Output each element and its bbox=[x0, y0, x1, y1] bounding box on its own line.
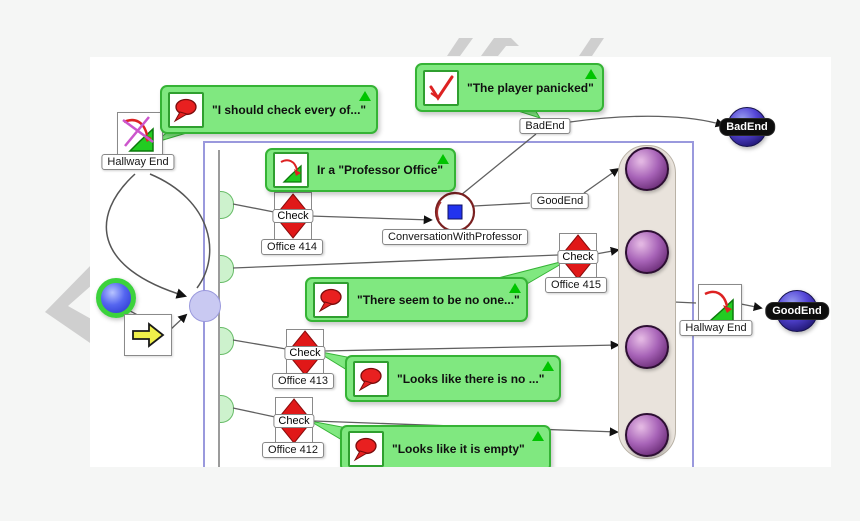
comment-check-every[interactable]: "I should check every of..." bbox=[160, 85, 378, 134]
comment-player-panicked[interactable]: "The player panicked" bbox=[415, 63, 604, 112]
comment-marker-icon bbox=[359, 91, 371, 101]
bad-end-node[interactable]: BadEnd bbox=[719, 107, 775, 147]
bad-end-ref-label[interactable]: BadEnd bbox=[519, 118, 571, 134]
conversation-node[interactable] bbox=[432, 189, 478, 235]
comment-marker-icon bbox=[585, 69, 597, 79]
comment-marker-icon bbox=[437, 154, 449, 164]
office-413-label[interactable]: Office 413 bbox=[272, 373, 334, 389]
exit-crossed-icon bbox=[122, 116, 154, 152]
check-node-office-414[interactable]: Check bbox=[272, 192, 314, 240]
start-node[interactable] bbox=[96, 278, 136, 318]
editor-canvas: Hallway End Check Office 414 Check Offic… bbox=[90, 57, 831, 467]
conversation-label[interactable]: ConversationWithProfessor bbox=[382, 229, 528, 245]
check-node-office-415[interactable]: Check bbox=[557, 233, 599, 281]
comment-empty[interactable]: "Looks like it is empty" bbox=[340, 425, 551, 467]
speech-bubble-icon bbox=[353, 360, 389, 397]
comment-marker-icon bbox=[532, 431, 544, 441]
exit-sphere-4[interactable] bbox=[625, 413, 669, 457]
speech-bubble-icon bbox=[313, 281, 349, 318]
office-414-label[interactable]: Office 414 bbox=[261, 239, 323, 255]
goto-exit-icon bbox=[273, 152, 309, 188]
comment-no-one[interactable]: "There seem to be no one..." bbox=[305, 277, 528, 322]
office-415-label[interactable]: Office 415 bbox=[545, 277, 607, 293]
comment-text: Ir a "Professor Office" bbox=[317, 163, 444, 177]
comment-marker-icon bbox=[542, 361, 554, 371]
comment-text: "I should check every of..." bbox=[212, 102, 367, 117]
check-node-office-413[interactable]: Check bbox=[284, 329, 326, 377]
check-label: Check bbox=[273, 414, 315, 428]
exit-sphere-3[interactable] bbox=[625, 325, 669, 369]
good-end-node[interactable]: GoodEnd bbox=[765, 290, 829, 332]
comment-text: "Looks like there is no ..." bbox=[397, 371, 545, 386]
exit-icon bbox=[704, 290, 734, 322]
action-node[interactable] bbox=[124, 314, 172, 356]
exit-holder[interactable] bbox=[618, 145, 676, 459]
hallway-end-left-label[interactable]: Hallway End bbox=[101, 154, 175, 170]
hallway-end-left-node[interactable] bbox=[117, 112, 163, 156]
comment-text: "The player panicked" bbox=[467, 80, 594, 95]
checkmark-icon bbox=[423, 69, 459, 106]
check-label: Check bbox=[272, 209, 314, 223]
check-label: Check bbox=[284, 346, 326, 360]
check-label: Check bbox=[557, 250, 599, 264]
yellow-arrow-icon bbox=[132, 322, 165, 348]
comment-marker-icon bbox=[509, 283, 521, 293]
bad-end-tag: BadEnd bbox=[719, 118, 775, 136]
hallway-end-right-label[interactable]: Hallway End bbox=[679, 320, 753, 336]
comment-text: "Looks like it is empty" bbox=[392, 441, 525, 456]
conversation-icon bbox=[434, 191, 476, 233]
exit-sphere-2[interactable] bbox=[625, 230, 669, 274]
comment-text: "There seem to be no one..." bbox=[357, 292, 520, 307]
check-node-office-412[interactable]: Check bbox=[273, 397, 315, 445]
good-end-tag: GoodEnd bbox=[765, 302, 829, 320]
exit-sphere-1[interactable] bbox=[625, 147, 669, 191]
speech-bubble-icon bbox=[348, 430, 384, 467]
office-412-label[interactable]: Office 412 bbox=[262, 442, 324, 458]
speech-bubble-icon bbox=[168, 91, 204, 128]
comment-looks-no[interactable]: "Looks like there is no ..." bbox=[345, 355, 561, 402]
good-end-ref-label[interactable]: GoodEnd bbox=[530, 193, 590, 209]
container-entry-circle[interactable] bbox=[189, 290, 221, 322]
comment-ir-a[interactable]: Ir a "Professor Office" bbox=[265, 148, 456, 192]
